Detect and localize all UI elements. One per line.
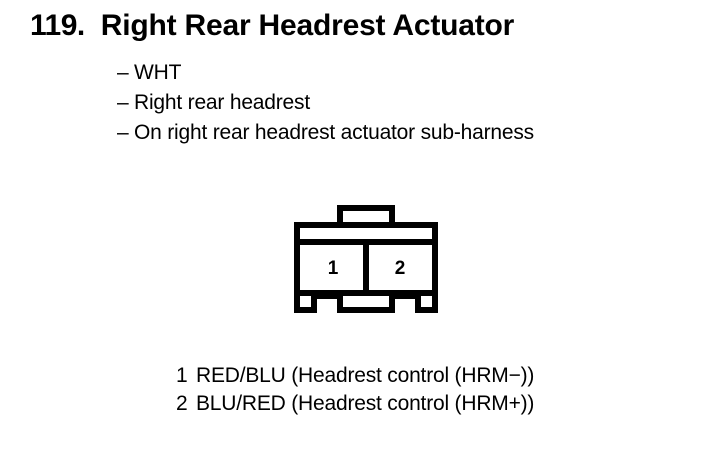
cavity-number-2: 2 [395, 258, 406, 279]
pin-legend: 1 RED/BLU (Headrest control (HRM−)) 2 BL… [176, 362, 534, 418]
cavity-number-1: 1 [328, 258, 339, 279]
pin-legend-number: 2 [176, 392, 188, 415]
description-line-text: WHT [134, 61, 182, 84]
pin-legend-row: 2 BLU/RED (Headrest control (HRM+)) [176, 390, 534, 418]
dash-icon: – [117, 121, 129, 144]
connector-svg: 1 2 [294, 205, 438, 313]
page-title: 119. Right Rear Headrest Actuator [30, 9, 514, 43]
pin-legend-row: 1 RED/BLU (Headrest control (HRM−)) [176, 362, 534, 390]
title-text: Right Rear Headrest Actuator [100, 9, 515, 42]
connector-diagram: 1 2 [288, 198, 444, 322]
pin-legend-description: BLU/RED (Headrest control (HRM+)) [196, 392, 535, 415]
pin-legend-description: RED/BLU (Headrest control (HRM−)) [196, 364, 535, 387]
pin-legend-number: 1 [176, 364, 188, 387]
description-line-text: Right rear headrest [134, 91, 310, 114]
title-number: 119. [30, 9, 85, 42]
description-line-text: On right rear headrest actuator sub-harn… [134, 121, 534, 144]
dash-icon: – [117, 61, 129, 84]
description-list: – WHT – Right rear headrest – On right r… [117, 58, 534, 148]
description-line: – WHT [117, 58, 534, 88]
dash-icon: – [117, 91, 129, 114]
description-line: – On right rear headrest actuator sub-ha… [117, 118, 534, 148]
description-line: – Right rear headrest [117, 88, 534, 118]
